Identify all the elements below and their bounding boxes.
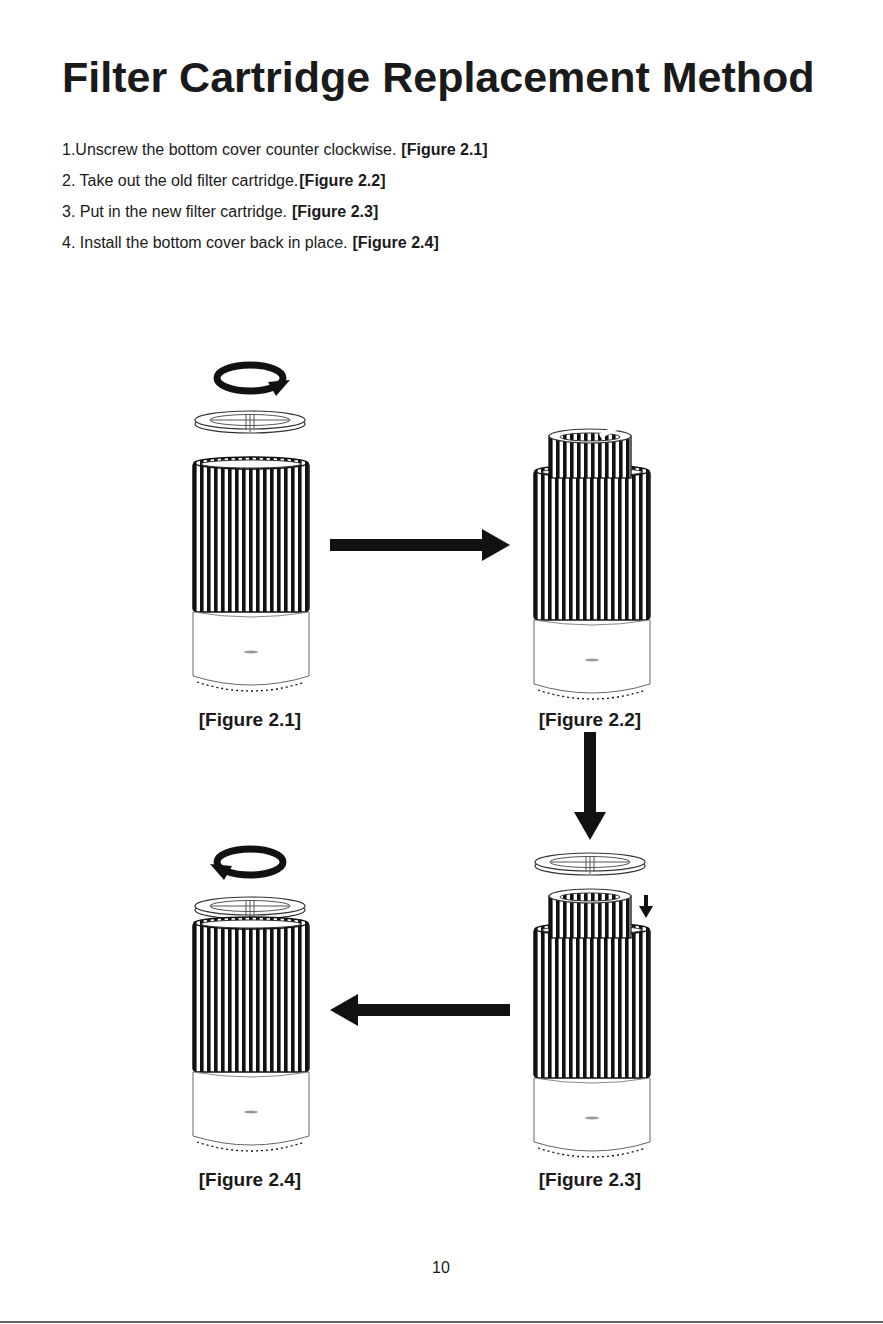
figure-2-4-art <box>193 849 309 1151</box>
page-number: 10 <box>432 1258 450 1277</box>
flow-arrow <box>358 1004 510 1016</box>
figure-2-3-art <box>534 853 653 1157</box>
step-text: 2. Take out the old filter cartridge. <box>62 171 298 190</box>
figure-panel: [Figure 2.4] <box>170 840 330 1192</box>
figure-2-2-art <box>534 426 650 699</box>
figure-panel: [Figure 2.3] <box>510 840 670 1192</box>
figure-caption: [Figure 2.3] <box>539 1169 641 1192</box>
figure-reference: [Figure 2.4] <box>352 233 438 252</box>
figure-caption: [Figure 2.4] <box>199 1169 301 1192</box>
page-rule <box>0 1321 883 1323</box>
flow-arrow <box>584 732 596 812</box>
figure-caption: [Figure 2.2] <box>539 709 641 732</box>
figure-reference: [Figure 2.1] <box>401 140 487 159</box>
figure-2-1-art <box>193 365 309 691</box>
page-title: Filter Cartridge Replacement Method <box>62 54 815 101</box>
step-text: 3. Put in the new filter cartridge. <box>62 202 287 221</box>
figure-panel: [Figure 2.1] <box>170 350 330 732</box>
figure-reference: [Figure 2.2] <box>299 171 385 190</box>
figure-reference: [Figure 2.3] <box>292 202 378 221</box>
step-text: 4. Install the bottom cover back in plac… <box>62 233 347 252</box>
step-text: 1.Unscrew the bottom cover counter clock… <box>62 140 396 159</box>
flow-arrow <box>330 539 482 551</box>
figure-panel: [Figure 2.2] <box>510 350 670 732</box>
figure-caption: [Figure 2.1] <box>199 709 301 732</box>
